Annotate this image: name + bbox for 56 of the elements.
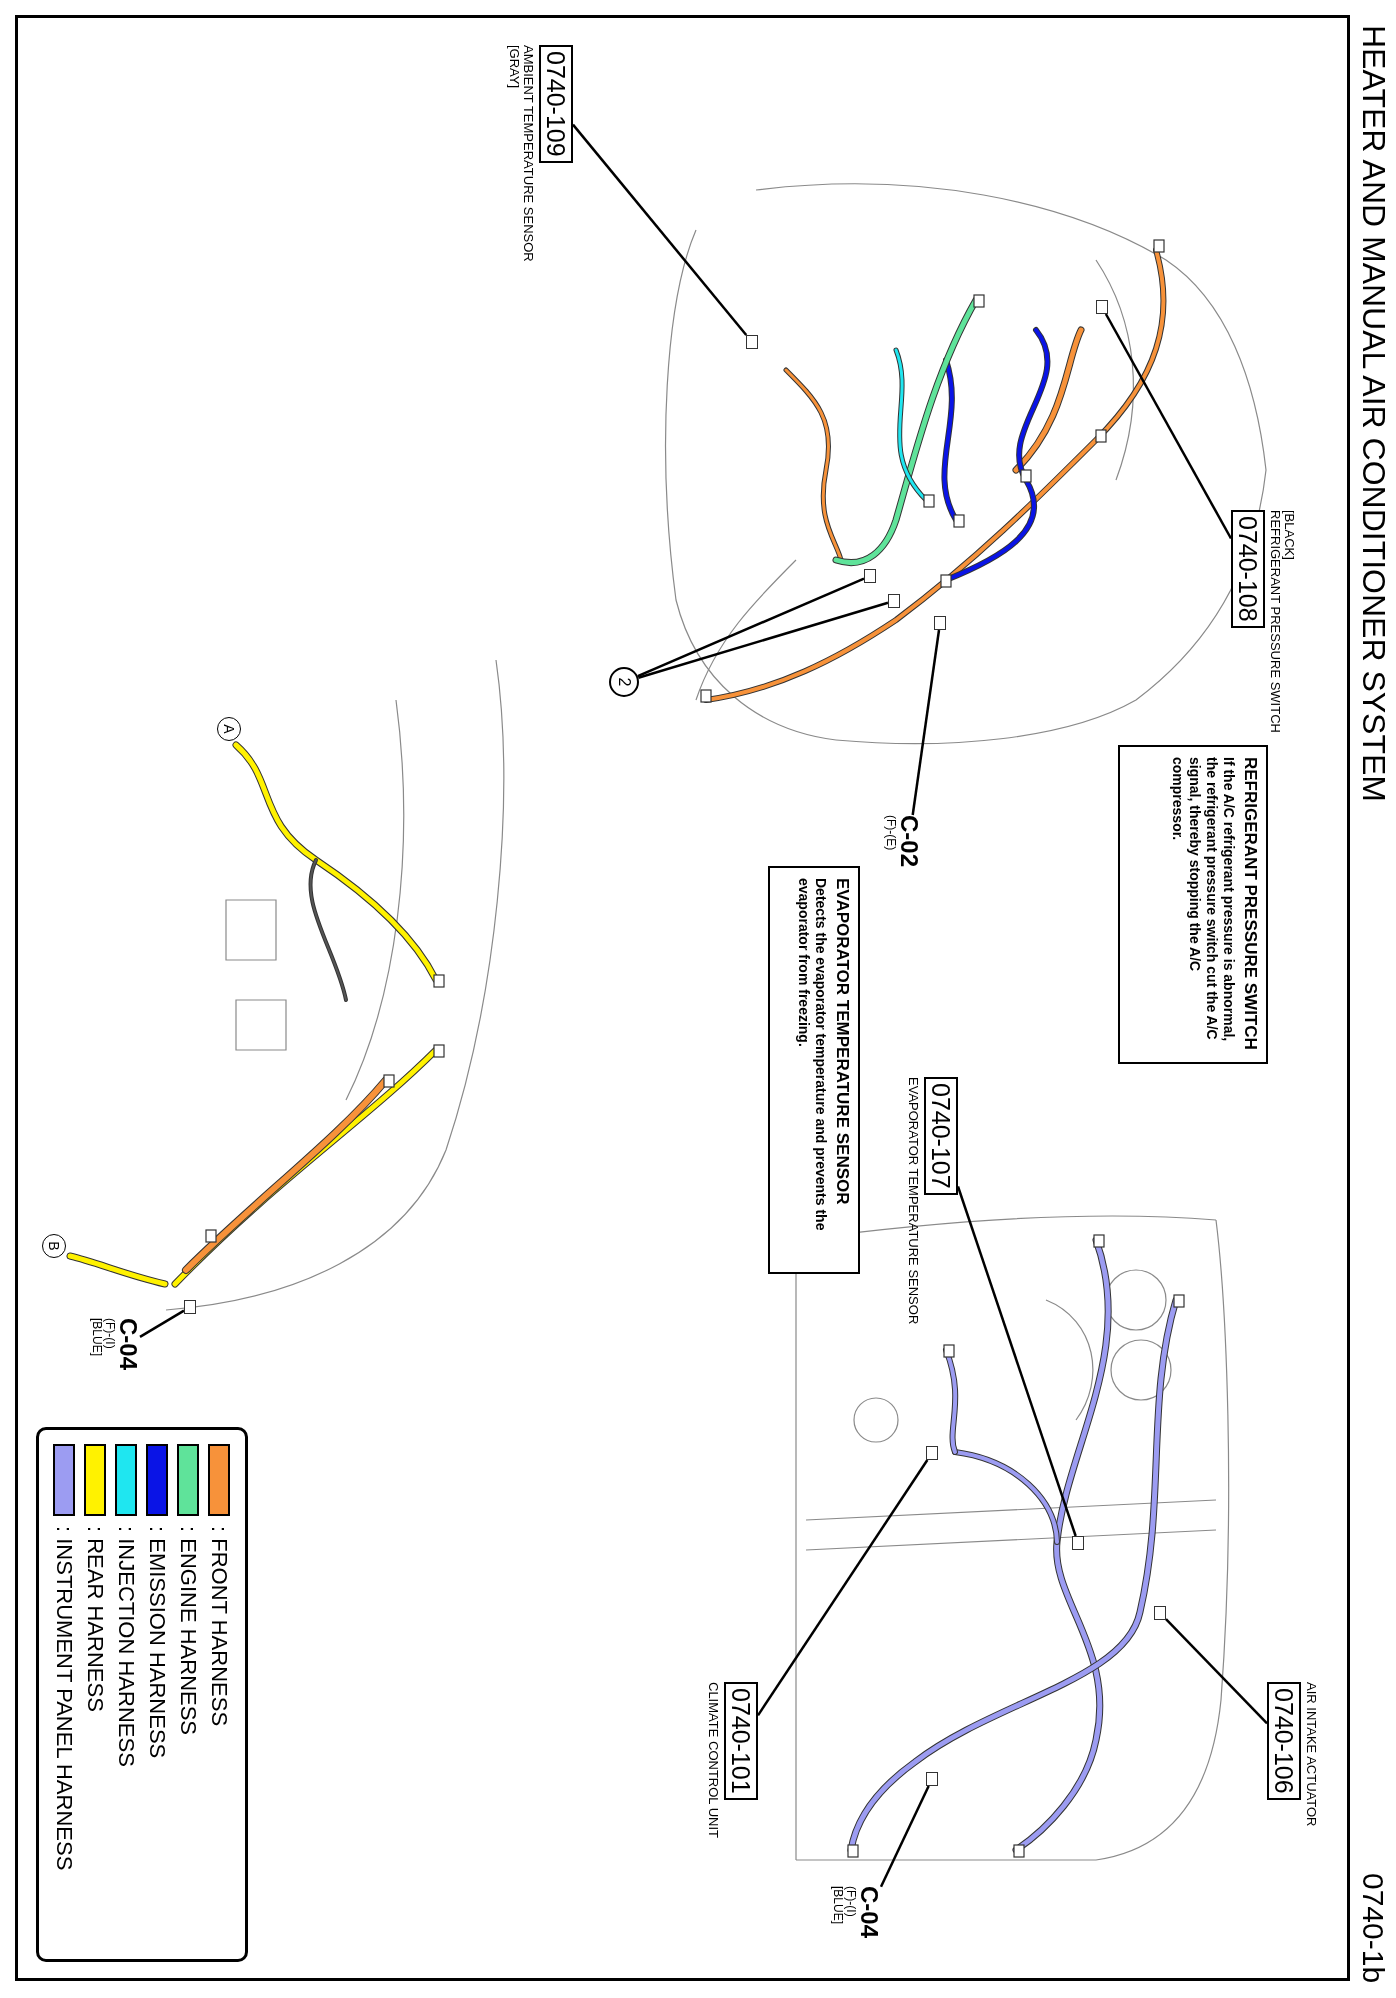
note-panel — [1118, 745, 1268, 1064]
note-text: Detects the evaporator temperature and prevents the evaporator from freezing. — [795, 878, 829, 1233]
reference-code: 0740-108 — [1231, 510, 1265, 628]
connector-plug — [184, 1300, 196, 1314]
component-name: REFRIGERANT PRESSURE SWITCH — [1268, 510, 1282, 733]
reference-code: 0740-109 — [539, 45, 573, 163]
connector-plug — [1072, 1536, 1084, 1550]
component-name: AMBIENT TEMPERATURE SENSOR — [521, 45, 535, 262]
component-name: [BLACK] — [1282, 510, 1296, 560]
connector-plug — [746, 335, 758, 349]
legend-label: : ENGINE HARNESS — [175, 1526, 202, 1736]
connector-plug — [888, 594, 900, 608]
connector-plug — [864, 569, 876, 583]
connector-detail: (F)-(E) — [884, 815, 897, 851]
legend-label: : EMISSION HARNESS — [144, 1526, 171, 1759]
leader-line — [139, 1309, 185, 1338]
leader-line — [637, 577, 865, 678]
connector-plug — [926, 1772, 938, 1786]
connector-code: C-04 — [116, 1318, 140, 1371]
connector-plug — [1096, 300, 1108, 314]
component-name: CLIMATE CONTROL UNIT — [706, 1682, 720, 1838]
note-heading: REFRIGERANT PRESSURE SWITCH — [1240, 757, 1260, 1052]
connector-detail: (F)-(I) — [103, 1318, 116, 1349]
legend-label: : FRONT HARNESS — [206, 1526, 233, 1727]
connector-plug — [926, 1446, 938, 1460]
legend-label: : INSTRUMENT PANEL HARNESS — [51, 1526, 78, 1871]
connector-code: C-02 — [897, 815, 921, 868]
note-text: If the A/C refrigerant pressure is abnormal, the refrigerant pressure switch cut the A/C signal, thereby stopping the A/C compressor. — [1169, 757, 1237, 1044]
connector-plug — [934, 616, 946, 630]
connector-detail: [BLUE] — [831, 1886, 844, 1924]
leader-line — [911, 629, 941, 816]
legend-label: : REAR HARNESS — [82, 1526, 109, 1712]
page-number: 0740-1b — [1356, 1873, 1390, 1984]
note-panel — [768, 866, 860, 1274]
reference-code: 0740-107 — [924, 1077, 958, 1195]
leader-line — [1165, 1618, 1268, 1725]
leader-line — [638, 601, 889, 679]
reference-code: 0740-106 — [1267, 1682, 1301, 1800]
reference-code: 0740-101 — [724, 1682, 758, 1800]
circled-letter: A — [217, 717, 241, 741]
connector-detail: [BLUE] — [90, 1318, 103, 1356]
legend-label: : INJECTION HARNESS — [113, 1526, 140, 1767]
leader-line — [572, 123, 748, 336]
page-title: HEATER AND MANUAL AIR CONDITIONER SYSTEM — [1355, 25, 1392, 802]
connector-plug — [1154, 1606, 1166, 1620]
component-name: EVAPORATOR TEMPERATURE SENSOR — [906, 1077, 920, 1325]
leader-line — [1104, 313, 1233, 540]
circled-letter: B — [42, 1234, 66, 1258]
leader-line — [956, 1186, 1077, 1537]
connector-code: C-04 — [857, 1886, 881, 1939]
component-name: [GRAY] — [507, 45, 521, 89]
leader-line — [879, 1785, 930, 1888]
note-heading: EVAPORATOR TEMPERATURE SENSOR — [832, 878, 852, 1207]
connector-detail: (F)-(I) — [844, 1886, 857, 1917]
component-name: AIR INTAKE ACTUATOR — [1304, 1682, 1318, 1827]
callout-number: 2 — [609, 667, 639, 697]
